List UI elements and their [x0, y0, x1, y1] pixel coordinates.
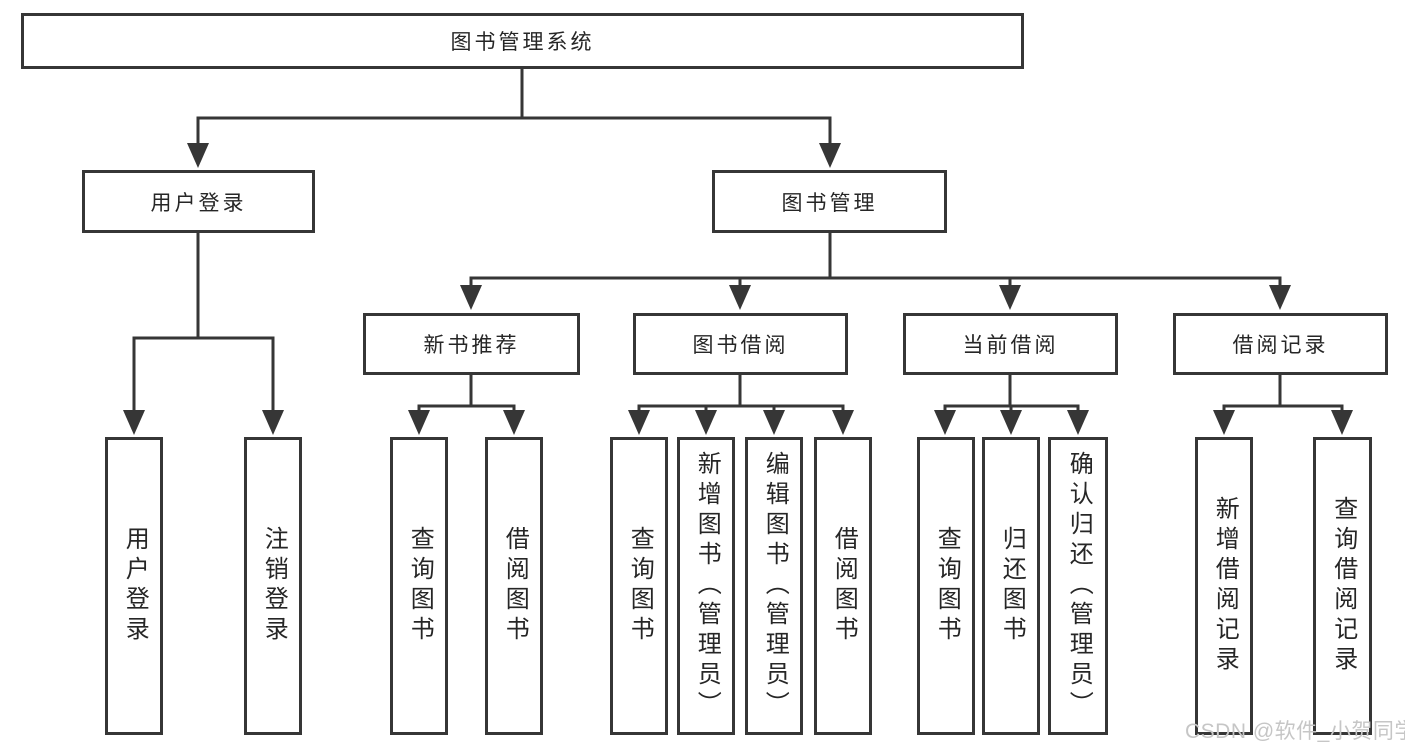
leaf-logout-label: 注销登录: [260, 526, 288, 646]
leaf-confirm-return-admin: 确认归还（管理员）: [1048, 437, 1108, 735]
node-library-system: 图书管理系统: [21, 13, 1024, 69]
leaf-query-books-current-label: 查询图书: [933, 526, 961, 646]
node-current-borrow-label: 当前借阅: [962, 334, 1059, 357]
node-borrow-records: 借阅记录: [1173, 313, 1388, 375]
node-user-login-label: 用户登录: [150, 191, 247, 215]
leaf-edit-books-admin: 编辑图书（管理员）: [745, 437, 803, 735]
leaf-borrow-books-recommend-label: 借阅图书: [501, 526, 529, 646]
leaf-query-borrow-record-label: 查询借阅记录: [1329, 496, 1357, 676]
leaf-query-books-current: 查询图书: [917, 437, 975, 735]
node-new-book-recommend: 新书推荐: [363, 313, 580, 375]
node-borrow-records-label: 借阅记录: [1232, 334, 1329, 357]
leaf-query-books-recommend: 查询图书: [390, 437, 448, 735]
leaf-add-borrow-record-label: 新增借阅记录: [1211, 496, 1239, 676]
leaf-return-books-label: 归还图书: [998, 526, 1026, 646]
node-book-management-label: 图书管理: [781, 191, 878, 215]
leaf-confirm-return-admin-label: 确认归还（管理员）: [1065, 451, 1093, 721]
csdn-watermark: CSDN @软件_小贺同学: [1185, 720, 1405, 743]
node-current-borrow: 当前借阅: [903, 313, 1118, 375]
leaf-borrow-books-recommend: 借阅图书: [485, 437, 543, 735]
leaf-query-books-borrow: 查询图书: [610, 437, 668, 735]
leaf-user-login: 用户登录: [105, 437, 163, 735]
leaf-return-books: 归还图书: [982, 437, 1040, 735]
leaf-add-borrow-record: 新增借阅记录: [1195, 437, 1253, 735]
node-library-system-label: 图书管理系统: [450, 31, 595, 54]
leaf-user-login-label: 用户登录: [121, 526, 149, 646]
node-user-login: 用户登录: [82, 170, 315, 233]
node-book-borrow-label: 图书借阅: [692, 334, 789, 357]
leaf-query-borrow-record: 查询借阅记录: [1313, 437, 1372, 735]
leaf-query-books-borrow-label: 查询图书: [626, 526, 654, 646]
arrowheads: [123, 143, 1353, 435]
leaf-add-books-admin: 新增图书（管理员）: [677, 437, 735, 735]
leaf-borrow-books: 借阅图书: [814, 437, 872, 735]
node-book-borrow: 图书借阅: [633, 313, 848, 375]
node-book-management: 图书管理: [712, 170, 947, 233]
leaf-query-books-recommend-label: 查询图书: [406, 526, 434, 646]
leaf-borrow-books-label: 借阅图书: [830, 526, 858, 646]
leaf-edit-books-admin-label: 编辑图书（管理员）: [761, 451, 789, 721]
leaf-logout: 注销登录: [244, 437, 302, 735]
leaf-add-books-admin-label: 新增图书（管理员）: [693, 451, 721, 721]
node-new-book-recommend-label: 新书推荐: [423, 334, 520, 357]
